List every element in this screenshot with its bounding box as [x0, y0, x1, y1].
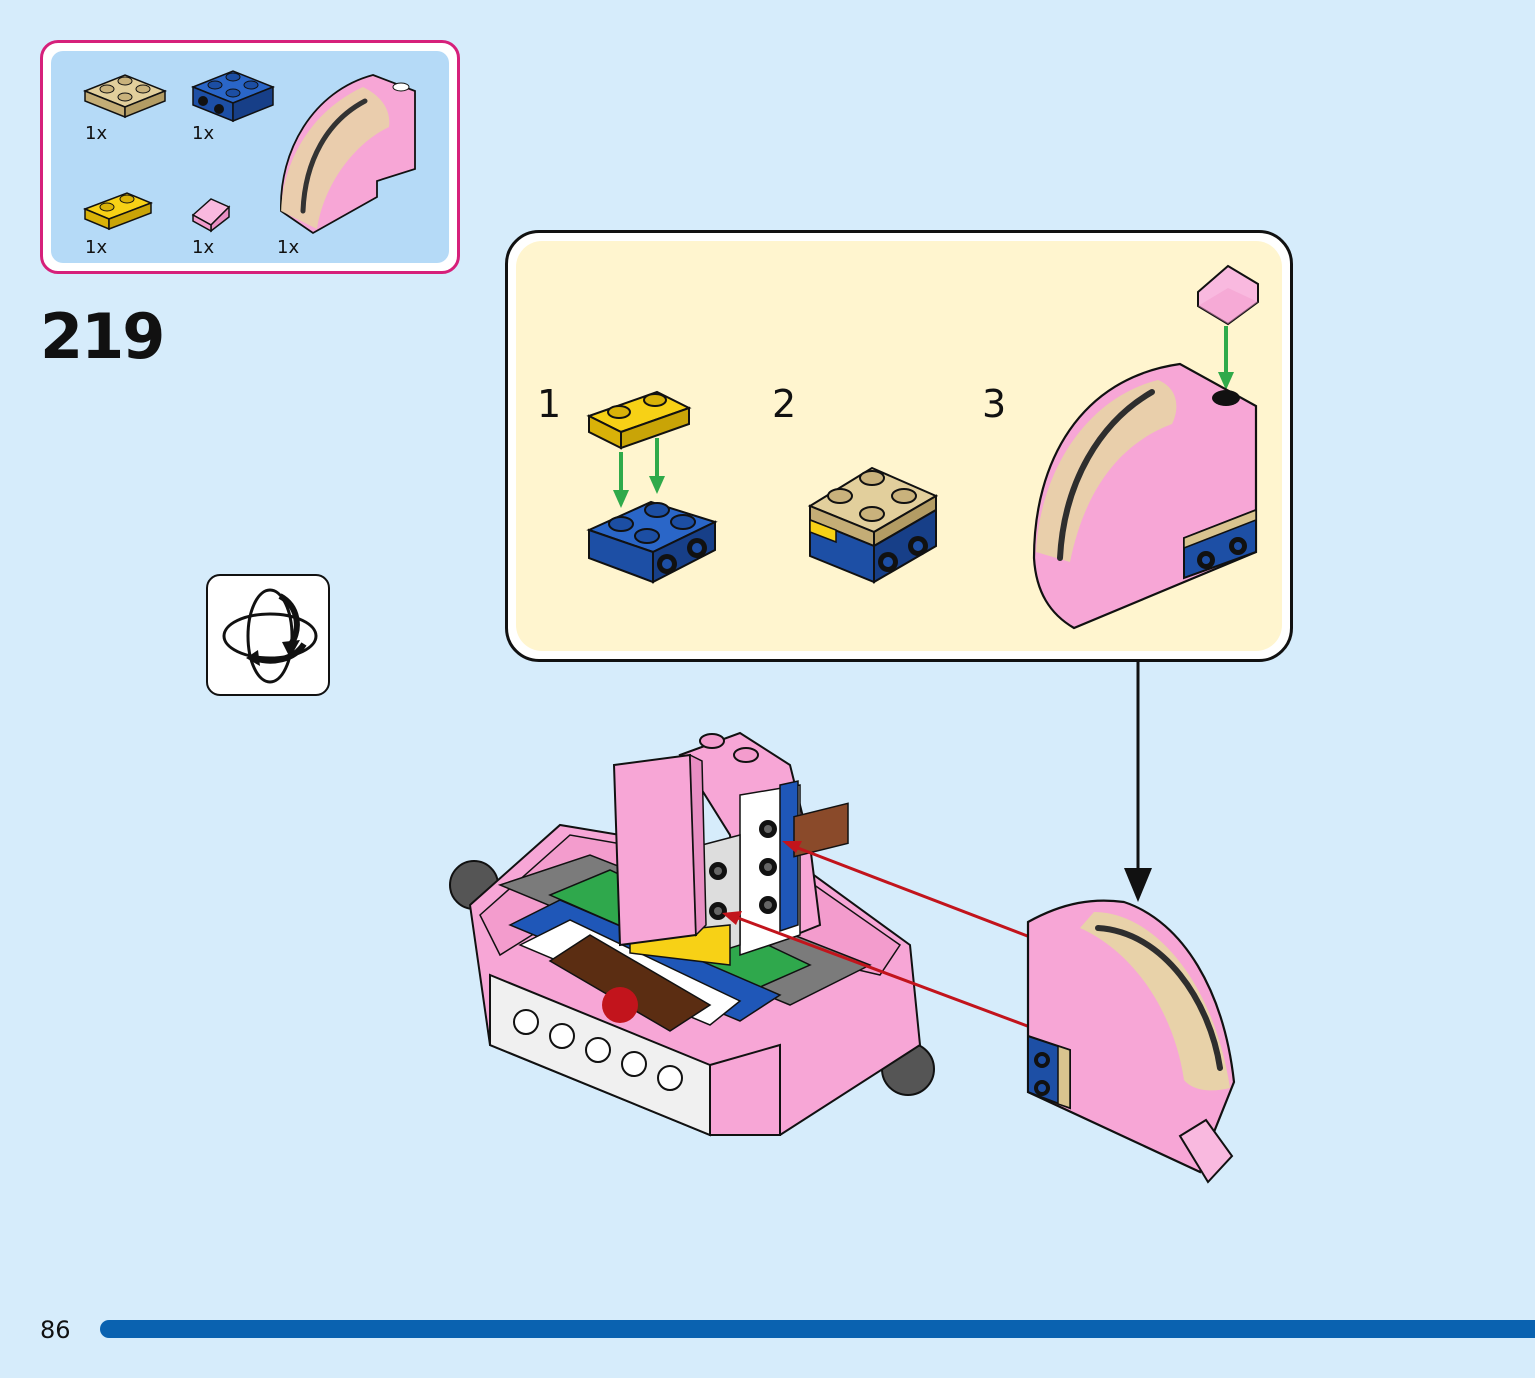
substep-1-illustration	[586, 390, 718, 584]
page-number: 86	[40, 1316, 71, 1344]
part-qty: 1x	[85, 123, 108, 144]
blue-brick-part	[190, 70, 276, 123]
part-qty: 1x	[192, 237, 215, 258]
part-qty: 1x	[192, 123, 215, 144]
main-model-illustration	[449, 731, 1031, 1137]
rotate-model-icon	[206, 574, 330, 696]
substep-label-3: 3	[982, 382, 1007, 426]
parts-list: 1x 1x 1x 1x	[40, 40, 460, 274]
yellow-plate-part	[82, 192, 154, 231]
rotate-arrows-icon	[222, 588, 318, 684]
pink-curved-slope-part	[280, 74, 416, 235]
pink-slope-part	[191, 198, 231, 233]
step-number: 219	[40, 300, 165, 373]
progress-bar	[100, 1320, 1535, 1338]
substep-3-illustration	[1032, 264, 1259, 630]
attach-part-illustration	[1026, 899, 1236, 1184]
parts-list-inner: 1x 1x 1x 1x	[51, 51, 449, 263]
part-qty: 1x	[85, 237, 108, 258]
substep-label-2: 2	[772, 382, 797, 426]
tan-plate-part	[82, 74, 168, 119]
substep-label-1: 1	[537, 382, 562, 426]
substep-2-illustration	[807, 466, 939, 584]
subassembly-connector-arrow	[1124, 662, 1152, 902]
part-qty: 1x	[277, 237, 300, 258]
